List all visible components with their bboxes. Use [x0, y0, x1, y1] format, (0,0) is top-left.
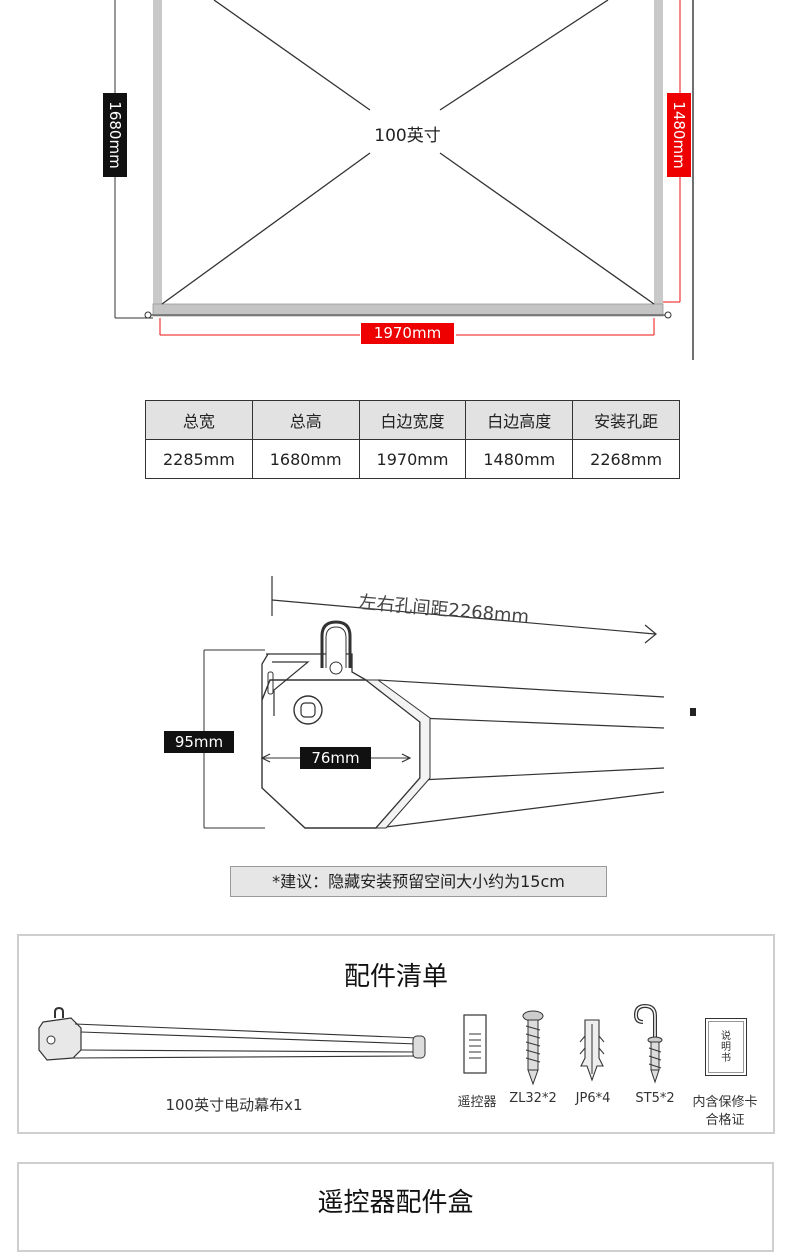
- accessory-label-screen: 100英寸电动幕布x1: [165, 1096, 303, 1114]
- housing-dimension-diagram: [164, 576, 696, 829]
- screen-dimension-diagram: [103, 0, 694, 360]
- spec-value-cell: 2285mm: [145, 439, 253, 479]
- screw-icon: [522, 1010, 544, 1086]
- spec-value-cell: 2268mm: [572, 439, 680, 479]
- spec-header-cell: 总宽: [145, 400, 253, 440]
- remote-control-icon: [463, 1014, 487, 1074]
- accessory-label-manual-line2: 合格证: [705, 1113, 745, 1128]
- wall-anchor-icon: [579, 1019, 605, 1082]
- accessory-label-anchor: JP6*4: [575, 1091, 611, 1106]
- housing-width-label: 76mm: [311, 749, 360, 767]
- viewable-height-label: 1480mm: [670, 101, 688, 169]
- spec-header-cell: 总高: [251, 400, 360, 440]
- spec-header-cell: 白边高度: [465, 400, 574, 440]
- spec-header-cell: 白边宽度: [358, 400, 467, 440]
- spec-table-value-row: 2285mm 1680mm 1970mm 1480mm 2268mm: [145, 439, 680, 479]
- manual-icon: 说 明 书: [705, 1018, 747, 1076]
- hook-screw-icon: [633, 1003, 663, 1084]
- spec-table-header-row: 总宽 总高 白边宽度 白边高度 安装孔距: [145, 400, 680, 440]
- manual-text-char: 说: [721, 1031, 731, 1042]
- viewable-width-label: 1970mm: [373, 324, 442, 342]
- spec-value-cell: 1480mm: [465, 439, 574, 479]
- accessories-panel: 配件清单 100英寸电动幕布x1 遥控器 ZL32*2: [17, 934, 775, 1134]
- spec-header-cell: 安装孔距: [572, 400, 680, 440]
- spec-value-cell: 1970mm: [358, 439, 467, 479]
- spec-table: 总宽 总高 白边宽度 白边高度 安装孔距 2285mm 1680mm 1970m…: [145, 400, 680, 479]
- accessories-title: 配件清单: [343, 962, 448, 992]
- remote-box-panel: 遥控器配件盒: [17, 1162, 774, 1252]
- accessory-label-screw: ZL32*2: [509, 1091, 557, 1106]
- motorized-screen-icon: [38, 1006, 426, 1061]
- screen-size-label: 100英寸: [374, 126, 441, 146]
- manual-text-char: 书: [721, 1053, 731, 1064]
- housing-height-label: 95mm: [174, 733, 224, 751]
- total-height-label: 1680mm: [106, 101, 124, 169]
- spec-value-cell: 1680mm: [251, 439, 360, 479]
- remote-box-title: 遥控器配件盒: [317, 1188, 474, 1218]
- accessory-label-manual-line1: 内含保修卡: [692, 1095, 758, 1110]
- install-note: *建议：隐藏安装预留空间大小约为15cm: [230, 866, 607, 897]
- accessory-label-hook: ST5*2: [635, 1091, 675, 1106]
- accessory-label-remote: 遥控器: [457, 1095, 497, 1110]
- manual-text-char: 明: [721, 1042, 731, 1053]
